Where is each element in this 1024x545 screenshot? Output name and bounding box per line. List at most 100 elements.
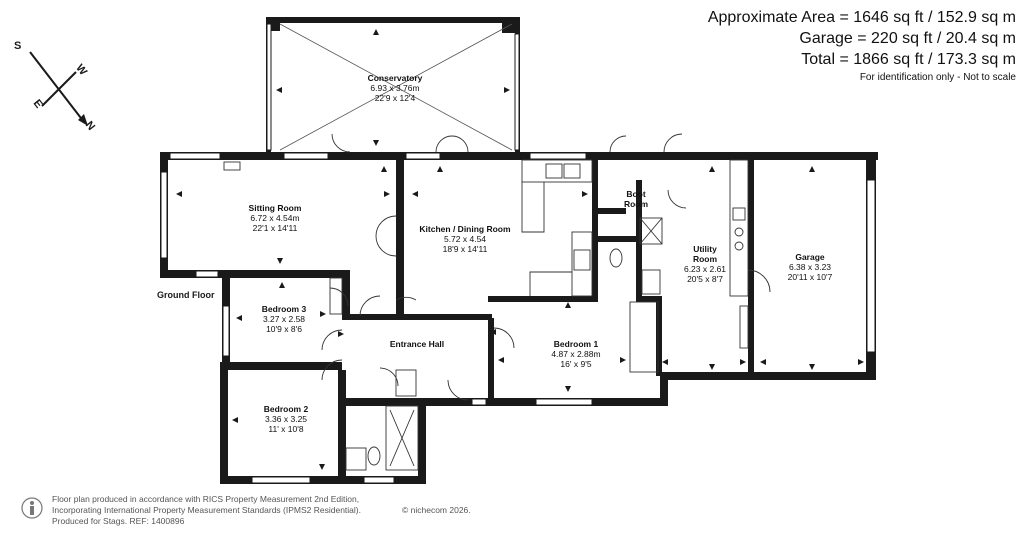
bed2-south-wall: [220, 476, 426, 484]
door: [447, 379, 469, 401]
room-metric: 6.38 x 3.23: [788, 262, 832, 272]
room-name: Room: [623, 199, 649, 209]
window: [195, 270, 219, 278]
cupboard: [329, 277, 343, 315]
room-bedroom-1: Bedroom 1 4.87 x 2.88m 16' x 9'5: [536, 339, 616, 369]
fixtures: [223, 159, 749, 471]
compass-ns-line: [29, 51, 85, 123]
doors: [321, 133, 771, 401]
room-name: Bedroom 1: [553, 339, 599, 349]
wardrobe: [629, 301, 659, 373]
room-name: Entrance Hall: [389, 339, 445, 349]
bed1-east-wall: [660, 372, 668, 406]
door: [321, 359, 343, 381]
compass-label-s: S: [14, 40, 22, 52]
compass: [29, 51, 85, 123]
compass-ew-line: [41, 71, 77, 107]
room-imperial: 11' x 10'8: [268, 424, 304, 434]
door: [329, 287, 349, 307]
basin: [641, 269, 661, 295]
door: [609, 135, 627, 153]
wc: [609, 248, 623, 268]
sink: [545, 163, 563, 179]
door: [375, 215, 397, 257]
garage-west-wall: [748, 160, 754, 376]
room-name: Sitting Room: [248, 203, 302, 213]
boot-south-wall: [594, 208, 626, 214]
garage-area: Garage = 220 sq ft / 20.4 sq m: [799, 30, 1016, 47]
total-area: Total = 1866 sq ft / 173.3 sq m: [801, 51, 1016, 68]
footer-line: Incorporating International Property Mea…: [52, 505, 361, 515]
room-bedroom-3: Bedroom 3 3.27 x 2.58 10'9 x 8'6: [244, 304, 324, 334]
appliance: [734, 227, 744, 237]
door: [379, 367, 399, 387]
room-name: Utility: [693, 244, 717, 254]
room-utility: Utility Room 6.23 x 2.61 20'5 x 8'7: [670, 244, 740, 284]
room-metric: 6.23 x 2.61: [683, 264, 727, 274]
conservatory-wall-top: [266, 17, 520, 23]
utility-inner-wall: [656, 296, 662, 376]
shower-north-wall: [594, 236, 640, 242]
utility-wc-wall: [636, 296, 660, 302]
room-name: Garage: [795, 252, 825, 262]
measurement-arrows: [176, 29, 864, 470]
rics-logo: [21, 497, 43, 519]
window: [160, 171, 168, 259]
bed3-north-wall: [222, 270, 350, 278]
bed1-west-wall: [488, 318, 494, 402]
door: [395, 296, 417, 301]
utility-counter: [729, 159, 749, 297]
bath-north-wall: [338, 398, 426, 406]
conservatory-roof-lines: [279, 23, 513, 151]
compass-arrow: [78, 114, 88, 126]
approximate-area: Approximate Area = 1646 sq ft / 152.9 sq…: [707, 9, 1016, 26]
window: [283, 152, 329, 160]
room-metric: 3.27 x 2.58: [262, 314, 306, 324]
sink: [563, 163, 581, 179]
room-entrance-hall: Entrance Hall: [372, 339, 462, 349]
room-name: Bedroom 3: [261, 304, 307, 314]
window: [529, 152, 587, 160]
copyright: © nichecom 2026.: [402, 505, 471, 515]
windows: [160, 23, 876, 484]
cupboard: [739, 305, 749, 349]
garage-door: [866, 179, 876, 353]
kitchen-counter: [571, 231, 593, 297]
door: [359, 295, 381, 317]
appliance: [734, 241, 744, 251]
fireplace: [223, 161, 241, 171]
room-imperial: 16' x 9'5: [560, 359, 592, 369]
bed2-west-wall: [220, 362, 228, 484]
sitting-kitchen-wall: [396, 160, 404, 318]
window: [514, 33, 520, 151]
bed1-north-wall: [488, 296, 598, 302]
footer-line: Floor plan produced in accordance with R…: [52, 494, 360, 504]
bath: [385, 405, 419, 471]
utility-west-wall: [636, 180, 642, 300]
door: [747, 269, 771, 293]
room-imperial: 10'9 x 8'6: [266, 324, 302, 334]
window: [266, 23, 272, 151]
door: [667, 189, 687, 209]
room-name: Room: [692, 254, 718, 264]
kitchen-counter: [521, 159, 593, 183]
door: [663, 133, 683, 153]
hob: [573, 249, 591, 271]
room-name: Boot: [626, 189, 646, 199]
room-metric: 6.72 x 4.54m: [250, 213, 300, 223]
wc: [367, 446, 381, 466]
room-imperial: 20'11 x 10'7: [787, 272, 833, 282]
bed3-east-wall: [342, 270, 350, 318]
room-name: Conservatory: [367, 73, 423, 83]
room-sitting: Sitting Room 6.72 x 4.54m 22'1 x 14'11: [220, 203, 330, 233]
room-bedroom-2: Bedroom 2 3.36 x 3.25 11' x 10'8: [246, 404, 326, 434]
window: [169, 152, 221, 160]
footer-line: Produced for Stags. REF: 1400896: [52, 516, 185, 526]
room-conservatory: Conservatory 6.93 x 3.76m 22'9 x 12'4: [340, 73, 450, 103]
identification-note: For identification only - Not to scale: [859, 72, 1016, 83]
window: [405, 152, 441, 160]
bed2-north-wall: [222, 362, 342, 370]
boot-west-wall: [592, 160, 598, 300]
room-metric: 4.87 x 2.88m: [551, 349, 601, 359]
